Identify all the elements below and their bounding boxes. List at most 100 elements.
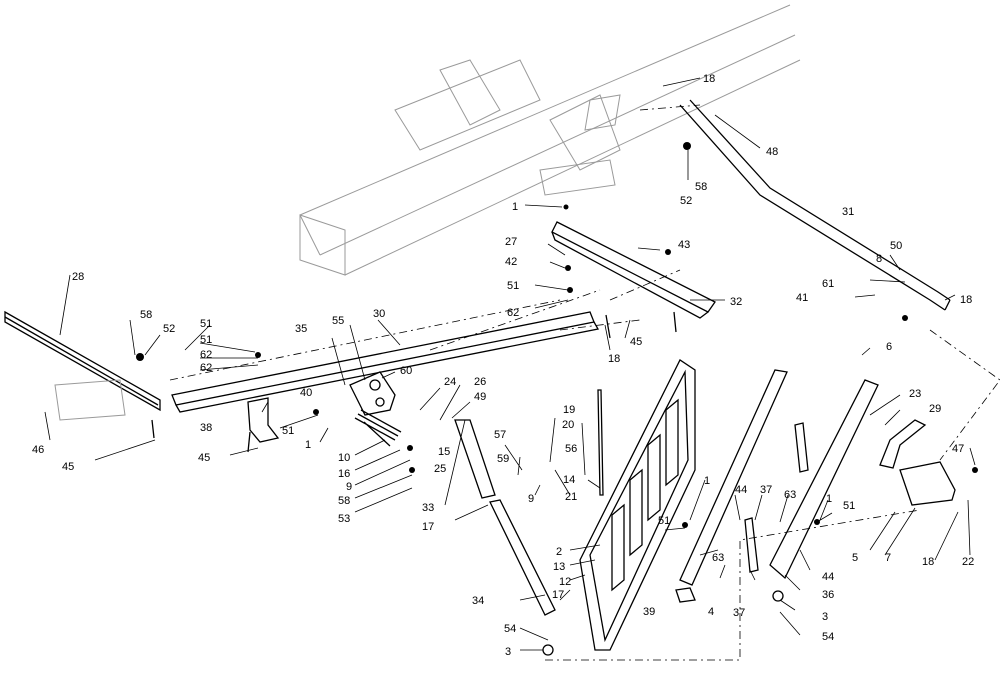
callout-30: 30 — [373, 308, 385, 320]
callout-6: 6 — [886, 341, 892, 353]
callout-33: 33 — [422, 502, 434, 514]
callout-40: 40 — [300, 387, 312, 399]
part-12-screen-panel — [579, 359, 696, 651]
callout-31: 31 — [842, 206, 854, 218]
callout-9b: 9 — [528, 493, 534, 505]
callout-labels: 18 48 58 52 31 50 8 61 41 18 1 43 27 42 … — [32, 73, 974, 658]
callout-51e: 51 — [658, 515, 670, 527]
callout-62b: 62 — [200, 349, 212, 361]
callout-16: 16 — [338, 468, 350, 480]
callout-1a: 1 — [512, 201, 518, 213]
callout-39: 39 — [643, 606, 655, 618]
callout-1b: 1 — [305, 439, 311, 451]
part-10-spring — [354, 409, 402, 447]
callout-52a: 52 — [680, 195, 692, 207]
callout-7: 7 — [885, 552, 891, 564]
assembly-lines — [169, 104, 1000, 661]
callout-62a: 62 — [507, 307, 519, 319]
callout-38: 38 — [200, 422, 212, 434]
callout-52b: 52 — [163, 323, 175, 335]
callout-1d: 1 — [826, 493, 832, 505]
callout-51c: 51 — [200, 334, 212, 346]
part-31-bent-tube — [679, 99, 951, 311]
callout-18c: 18 — [608, 353, 620, 365]
callout-8: 8 — [876, 253, 882, 265]
callout-19: 19 — [563, 404, 575, 416]
callout-51d: 51 — [282, 425, 294, 437]
callout-23: 23 — [909, 388, 921, 400]
callout-24: 24 — [444, 376, 456, 388]
callout-54b: 54 — [822, 631, 834, 643]
callout-29: 29 — [929, 403, 941, 415]
callout-32: 32 — [730, 296, 742, 308]
callout-10: 10 — [338, 452, 350, 464]
callout-28: 28 — [72, 271, 84, 283]
callout-56: 56 — [565, 443, 577, 455]
callout-3a: 3 — [505, 646, 511, 658]
callout-41: 41 — [796, 292, 808, 304]
callout-13: 13 — [553, 561, 565, 573]
part-33-lever — [454, 419, 496, 499]
part-34-link — [489, 499, 556, 616]
callout-48: 48 — [766, 146, 778, 158]
callout-50: 50 — [890, 240, 902, 252]
callout-4: 4 — [708, 606, 714, 618]
callout-2: 2 — [556, 546, 562, 558]
callout-26: 26 — [474, 376, 486, 388]
part-29-hitch — [879, 419, 927, 469]
callout-37b: 37 — [733, 607, 745, 619]
callout-51f: 51 — [843, 500, 855, 512]
callout-34: 34 — [472, 595, 484, 607]
callout-63b: 63 — [784, 489, 796, 501]
callout-20: 20 — [562, 419, 574, 431]
callout-46: 46 — [32, 444, 44, 456]
callout-15: 15 — [438, 446, 450, 458]
callout-18d: 18 — [922, 556, 934, 568]
callout-44a: 44 — [735, 484, 747, 496]
callout-21: 21 — [565, 491, 577, 503]
callout-12: 12 — [559, 576, 571, 588]
callout-17a: 17 — [422, 521, 434, 533]
part-35-bracket — [349, 371, 396, 416]
callout-54a: 54 — [504, 623, 516, 635]
callout-9a: 9 — [346, 481, 352, 493]
callout-62c: 62 — [200, 362, 212, 374]
callout-61: 61 — [822, 278, 834, 290]
callout-18a: 18 — [703, 73, 715, 85]
callout-36: 36 — [822, 589, 834, 601]
part-37-blade — [744, 422, 809, 573]
callout-60: 60 — [400, 365, 412, 377]
callout-5: 5 — [852, 552, 858, 564]
part-38-bracket — [247, 397, 280, 443]
callout-49: 49 — [474, 391, 486, 403]
callout-45a: 45 — [630, 336, 642, 348]
callout-58c: 58 — [338, 495, 350, 507]
callout-18b: 18 — [960, 294, 972, 306]
callout-45b: 45 — [198, 452, 210, 464]
callout-3b: 3 — [822, 611, 828, 623]
callout-44b: 44 — [822, 571, 834, 583]
callout-57: 57 — [494, 429, 506, 441]
callout-43: 43 — [678, 239, 690, 251]
callout-45c: 45 — [62, 461, 74, 473]
callout-1c: 1 — [704, 475, 710, 487]
callout-58b: 58 — [140, 309, 152, 321]
callout-58a: 58 — [695, 181, 707, 193]
part-28-channel — [4, 310, 161, 412]
callout-42: 42 — [505, 256, 517, 268]
callout-51a: 51 — [507, 280, 519, 292]
callout-27: 27 — [505, 236, 517, 248]
callout-25: 25 — [434, 463, 446, 475]
callout-63a: 63 — [712, 552, 724, 564]
part-39-channel — [675, 369, 788, 603]
callout-51b: 51 — [200, 318, 212, 330]
leader-lines — [44, 77, 976, 651]
ghost-bracket — [54, 379, 126, 421]
part-36-arm — [769, 379, 879, 580]
part-32-bar — [551, 221, 716, 319]
callout-37a: 37 — [760, 484, 772, 496]
callout-55: 55 — [332, 315, 344, 327]
hardware — [136, 142, 978, 656]
callout-14: 14 — [563, 474, 575, 486]
